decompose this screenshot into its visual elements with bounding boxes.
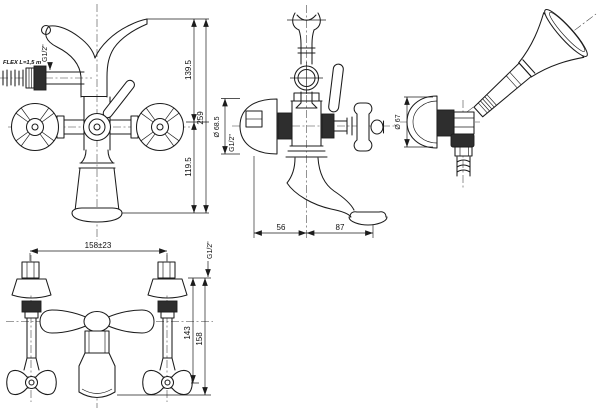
spout-plan xyxy=(78,352,116,399)
dim-label-158-23: 158±23 xyxy=(85,241,112,250)
cross-handle-right xyxy=(135,102,185,152)
inlet-pipe xyxy=(45,71,85,85)
thread-label-plan: G1/2" xyxy=(207,241,214,259)
knurled-ring xyxy=(436,109,455,137)
dimensions-front: 139.5 119.5 259 G1/2" FLEX L=1,5 m xyxy=(3,18,209,214)
diverter-boss xyxy=(82,112,112,142)
spout-neck xyxy=(84,330,110,354)
leg-left xyxy=(6,261,57,396)
spout-joint xyxy=(83,310,111,333)
leg-right xyxy=(142,261,193,396)
flex-hose-inlet xyxy=(2,65,85,91)
front-view: 139.5 119.5 259 G1/2" FLEX L=1,5 m xyxy=(0,4,209,240)
spokes xyxy=(15,107,55,147)
thread-cap xyxy=(157,261,176,279)
hex-nut xyxy=(25,67,35,89)
dim-label-56: 56 xyxy=(277,223,286,232)
handle-knurl xyxy=(477,72,522,114)
flex-label: FLEX L=1,5 m xyxy=(3,60,41,66)
dim-label-119-5: 119.5 xyxy=(184,157,193,177)
dim-label-87: 87 xyxy=(336,223,345,232)
dim-label-259: 259 xyxy=(196,111,205,125)
spout-front xyxy=(71,149,123,223)
shower-head-cone xyxy=(518,12,585,78)
hand-shower xyxy=(473,9,588,118)
side-view: Ø 68.5 G1/2" 56 87 xyxy=(214,5,395,240)
dimensions-hand-shower: Ø 67 xyxy=(395,96,433,148)
faucet-body-side xyxy=(277,92,353,158)
plan-view: 158±23 G1/2" 143 158 xyxy=(6,241,214,408)
hand-shower-view: Ø 67 xyxy=(395,9,597,188)
dim-label-139-5: 139.5 xyxy=(184,59,193,80)
knurled-nut xyxy=(33,65,47,91)
cross-handle-side xyxy=(353,102,385,152)
knurled-nut xyxy=(21,300,42,313)
shower-face-rim xyxy=(544,9,588,57)
cradle-post-side xyxy=(287,12,326,109)
dim-label-diameter-67: Ø 67 xyxy=(395,114,402,129)
knurled-coupling xyxy=(277,112,293,140)
diverter-lever-side xyxy=(328,63,344,113)
shower-hose xyxy=(456,156,471,177)
knurled-nut xyxy=(157,300,178,313)
knurled-ring xyxy=(321,113,335,139)
shower-cradle xyxy=(40,18,148,98)
wall-bracket xyxy=(406,95,475,149)
flex-hose-corrugation xyxy=(2,69,24,87)
thread-label-side: G1/2" xyxy=(229,134,236,152)
body-plan xyxy=(39,309,155,399)
hose-connection xyxy=(450,133,475,177)
cross-handle-left xyxy=(10,102,60,152)
wall-escutcheon-side xyxy=(239,98,278,155)
dim-label-143: 143 xyxy=(183,326,192,340)
hex-hose-nut xyxy=(454,146,473,157)
spout-side xyxy=(286,157,388,226)
shower-face xyxy=(549,12,586,52)
spokes xyxy=(140,107,180,147)
dim-label-158: 158 xyxy=(195,332,204,346)
shower-handle xyxy=(473,62,532,118)
thread-label-front: G1/2" xyxy=(42,44,49,62)
thread-cap xyxy=(21,261,40,279)
knurled-hose-nut xyxy=(450,133,475,148)
dimensions-plan: 158±23 G1/2" 143 158 xyxy=(29,241,214,396)
dim-label-diameter-68-5: Ø 68.5 xyxy=(214,116,221,137)
holder-clamp xyxy=(453,111,475,135)
dimensions-side: Ø 68.5 G1/2" 56 87 xyxy=(214,98,374,238)
